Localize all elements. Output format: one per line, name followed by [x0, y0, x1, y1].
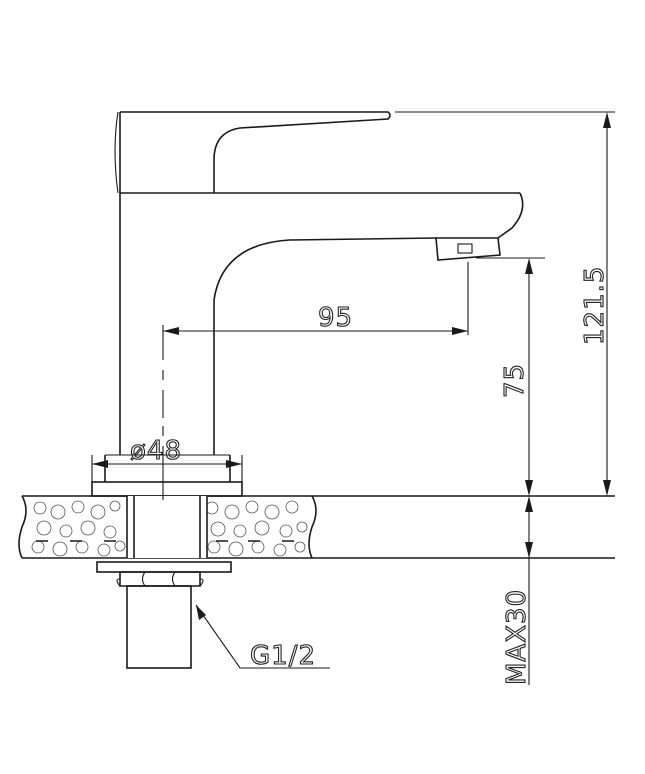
countertop	[18, 495, 615, 559]
max-deck-thickness-label: MAX30	[502, 589, 532, 685]
dimension-max-deck-thickness: MAX30	[501, 496, 533, 686]
dimension-spout-height: 75	[476, 257, 545, 496]
base-diameter-label: ø48	[130, 436, 182, 466]
thread-size-label: G1/2	[250, 641, 316, 671]
dimension-total-height: 121.5	[395, 111, 615, 497]
total-height-label: 121.5	[580, 266, 610, 345]
dimension-spout-reach: 95	[163, 262, 469, 335]
mounting-shank	[96, 496, 232, 669]
spout-height-label: 75	[500, 363, 530, 398]
spout-reach-label: 95	[318, 303, 353, 333]
faucet-body	[114, 111, 524, 455]
thread-callout: G1/2	[195, 604, 330, 672]
dimension-base-diameter: ø48	[91, 435, 243, 482]
